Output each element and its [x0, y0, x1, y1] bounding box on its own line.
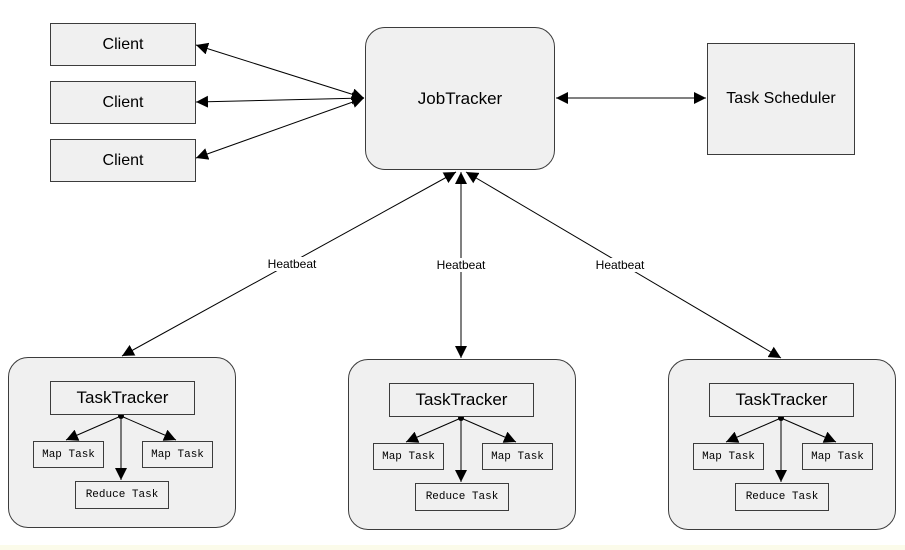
tt2-map-link-2 — [460, 417, 517, 443]
bottom-strip — [0, 545, 905, 550]
client-1-link — [195, 42, 365, 101]
map-task-box: Map Task — [802, 443, 873, 470]
job-tracker-box: JobTracker — [365, 27, 555, 170]
client-box: Client — [50, 81, 196, 124]
tt3-map-link-2 — [780, 417, 837, 443]
client-label: Client — [102, 35, 144, 53]
heartbeat-label: Heatbeat — [434, 258, 488, 272]
map-task-box: Map Task — [142, 441, 213, 468]
task-tracker-box: TaskTracker — [389, 383, 534, 417]
map-task-box: Map Task — [33, 441, 104, 468]
map-task-box: Map Task — [482, 443, 553, 470]
reduce-task-box: Reduce Task — [75, 481, 169, 509]
reduce-task-box: Reduce Task — [735, 483, 829, 511]
reduce-task-label: Reduce Task — [85, 489, 159, 501]
client-label: Client — [102, 151, 144, 169]
task-tracker-label: TaskTracker — [415, 390, 508, 409]
tt3-map-link-1 — [725, 417, 782, 443]
reduce-task-label: Reduce Task — [745, 491, 819, 503]
client-box: Client — [50, 139, 196, 182]
map-task-label: Map Task — [702, 450, 755, 463]
map-task-label: Map Task — [491, 450, 544, 463]
task-tracker-box: TaskTracker — [50, 381, 195, 415]
client-box: Client — [50, 23, 196, 66]
client-label: Client — [102, 93, 144, 111]
heartbeat-label: Heatbeat — [265, 257, 319, 271]
map-task-label: Map Task — [42, 448, 95, 461]
tt1-map-link-1 — [65, 415, 122, 441]
map-task-label: Map Task — [151, 448, 204, 461]
job-tracker-label: JobTracker — [417, 88, 503, 108]
tt1-map-link-2 — [120, 415, 177, 441]
tt2-map-link-1 — [405, 417, 462, 443]
task-scheduler-label: Task Scheduler — [726, 90, 836, 107]
task-tracker-label: TaskTracker — [76, 388, 169, 407]
map-task-label: Map Task — [382, 450, 435, 463]
map-task-box: Map Task — [693, 443, 764, 470]
task-tracker-label: TaskTracker — [735, 390, 828, 409]
task-scheduler-box: Task Scheduler — [707, 43, 855, 155]
map-task-box: Map Task — [373, 443, 444, 470]
map-task-label: Map Task — [811, 450, 864, 463]
client-2-link — [195, 92, 365, 108]
task-tracker-box: TaskTracker — [709, 383, 854, 417]
client-3-link — [195, 96, 365, 160]
heartbeat-label: Heatbeat — [593, 258, 647, 272]
reduce-task-label: Reduce Task — [425, 491, 499, 503]
reduce-task-box: Reduce Task — [415, 483, 509, 511]
